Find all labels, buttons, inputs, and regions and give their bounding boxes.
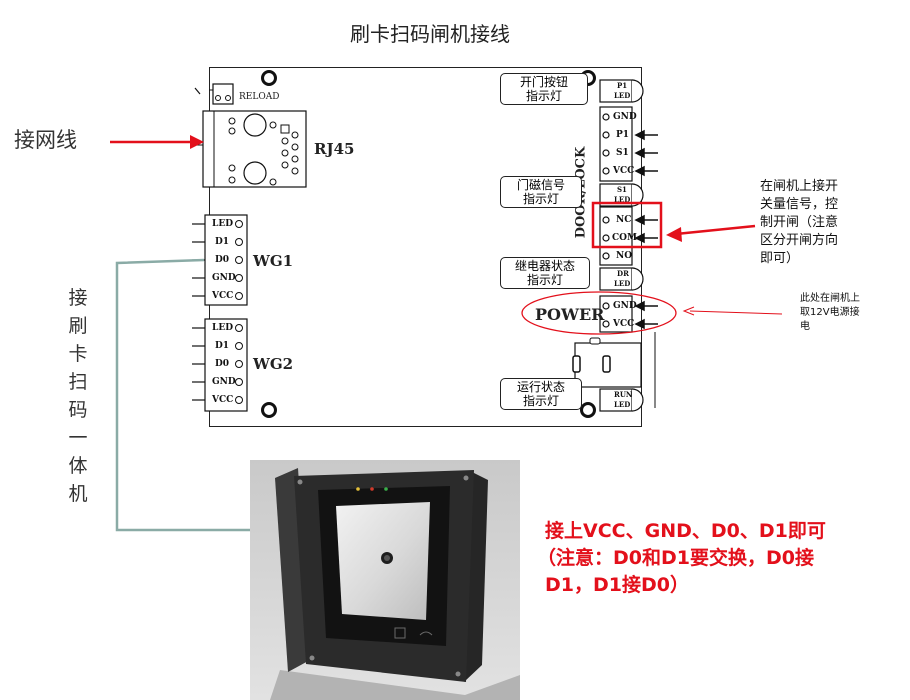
wg1-pin-label: LED [212,219,233,229]
vertical-char: 一 [68,427,88,449]
wg2-label: WG2 [253,355,294,373]
mount-hole-bottom-right [580,402,596,418]
callout-line: 指示灯 [525,89,562,103]
diagram-title: 刷卡扫码闸机接线 [350,22,510,46]
note-line: 电 [800,321,810,332]
p1-led-label: LED [614,91,631,100]
wiring-note: 接上VCC、GND、D0、D1即可 （注意：D0和D1要交换，D0接 D1，D1… [537,518,826,599]
pin-circle [235,292,243,300]
vertical-char: 扫 [68,371,88,393]
callout-open-button: 开门按钮 指示灯 [500,73,588,105]
note-line: 取12V电源接 [800,307,860,318]
note-line: 此处在闸机上 [800,293,860,304]
note-line: 区分开闸方向 [760,233,839,248]
card-reader-device [270,468,520,700]
dr-led-label: DR [617,269,629,278]
reader-photo [250,460,520,700]
pin-circle [235,342,243,350]
door-pin-label: VCC [613,166,635,176]
power-label: POWER [535,305,605,324]
relay-pin-label: COM [612,233,637,243]
callout-line: 继电器状态 [514,259,575,273]
mount-hole-bottom-left [261,402,277,418]
reader-vertical-label: 接 刷 卡 扫 码 一 体 机 [66,284,90,508]
power-pin-label: GND [613,301,637,311]
note-line: 即可） [760,251,800,266]
vertical-char: 码 [68,399,88,421]
network-label: 接网线 [14,128,77,152]
run-led-label: LED [614,400,631,409]
callout-line: 指示灯 [522,192,559,206]
vertical-char: 刷 [68,315,88,337]
s1-led-label: LED [614,195,631,204]
note-line: 关量信号，控 [760,197,839,212]
callout-line: 指示灯 [522,394,559,408]
wg1-label: WG1 [253,252,294,270]
callout-line: 指示灯 [526,273,563,287]
wg1-pin-label: D1 [215,237,230,247]
s1-led-label: S1 [617,185,627,194]
power-pin-label: VCC [613,319,635,329]
run-led-label: RUN [614,390,633,399]
vertical-char: 卡 [68,343,88,365]
wg2-pin-label: LED [212,323,233,333]
wg1-pin-label: GND [212,273,236,283]
vertical-char: 机 [68,483,88,505]
relay-pin-label: NO [616,251,633,261]
pin-circle [235,396,243,404]
wg1-pin-label: D0 [215,255,230,265]
door-pin-label: GND [613,112,637,122]
callout-run-status: 运行状态 指示灯 [500,378,582,410]
pin-circle [235,256,243,264]
note-line: 制开闸（注意 [760,215,839,230]
relay-pin-label: NC [616,215,632,225]
wiring-note-line: （注意：D0和D1要交换，D0接 [537,547,814,569]
callout-relay-status: 继电器状态 指示灯 [500,257,590,289]
callout-line: 开门按钮 [519,75,568,89]
power-take-note: 此处在闸机上 取12V电源接 电 [800,292,860,334]
wiring-note-line: 接上VCC、GND、D0、D1即可 [545,520,826,542]
gate-signal-note: 在闸机上接开 关量信号，控 制开闸（注意 区分开闸方向 即可） [760,178,838,268]
callout-line: 门磁信号 [516,178,565,192]
wiring-note-line: D1，D1接D0） [545,574,689,596]
wg2-pin-label: GND [212,377,236,387]
reload-label: RELOAD [239,92,280,102]
callout-line: 运行状态 [516,380,565,394]
wg1-pin-label: VCC [212,291,234,301]
wg2-pin-label: D1 [215,341,230,351]
wg2-pin-label: VCC [212,395,234,405]
note-line: 在闸机上接开 [760,179,839,194]
dr-led-label: LED [614,279,631,288]
door-pin-label: S1 [616,148,629,158]
rj45-label: RJ45 [314,140,355,158]
vertical-char: 接 [68,287,88,309]
door-pin-label: P1 [616,130,630,140]
pin-circle [235,238,243,246]
pin-circle [235,220,243,228]
pin-circle [235,274,243,282]
p1-led-label: P1 [617,81,628,90]
mount-hole-top-left [261,70,277,86]
pin-circle [235,378,243,386]
callout-door-sensor: 门磁信号 指示灯 [500,176,582,208]
wg2-pin-label: D0 [215,359,230,369]
pin-circle [235,360,243,368]
pin-circle [235,324,243,332]
vertical-char: 体 [68,455,88,477]
